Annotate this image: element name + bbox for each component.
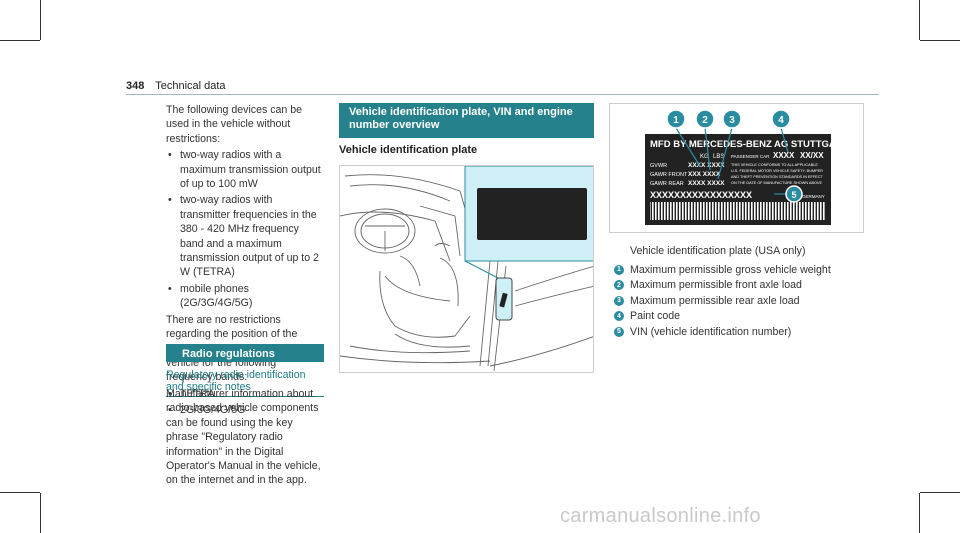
list-item: two-way radios with transmitter frequenc… bbox=[166, 193, 324, 279]
number-badge: 3 bbox=[614, 295, 624, 306]
page-number: 348 bbox=[126, 80, 145, 92]
device-list: two-way radios with a maximum transmissi… bbox=[166, 148, 324, 310]
page-header: 348 Technical data bbox=[126, 80, 226, 92]
plate-gawr-front: GAWR FRONT bbox=[650, 172, 688, 178]
plate-passenger-car: PASSENGER CAR bbox=[731, 154, 770, 159]
plate-date: XX/XX bbox=[800, 151, 824, 160]
list-item: two-way radios with a maximum transmissi… bbox=[166, 148, 324, 191]
plate-front-value: XXX XXXX bbox=[688, 171, 721, 178]
svg-text:4: 4 bbox=[778, 115, 784, 126]
section-title: Technical data bbox=[155, 80, 226, 92]
svg-text:1: 1 bbox=[673, 115, 679, 126]
plate-manufacturer: MFD BY MERCEDES-BENZ AG STUTTGART bbox=[650, 139, 849, 150]
callout-1 bbox=[666, 109, 686, 129]
list-item: 2G/3G/4G/5G bbox=[166, 403, 324, 418]
callout-5 bbox=[785, 185, 803, 203]
crop-mark bbox=[40, 493, 41, 533]
plate-notice-3: AND THEFT PREVENTION STANDARDS IN EFFECT bbox=[731, 175, 823, 179]
svg-text:2: 2 bbox=[702, 115, 708, 126]
plate-kg: KG bbox=[700, 154, 709, 160]
callout-4 bbox=[771, 109, 791, 129]
plate-vin: XXXXXXXXXXXXXXXXX bbox=[650, 190, 752, 200]
radio-regulations-heading: Radio regulations bbox=[166, 344, 324, 362]
crop-mark bbox=[920, 40, 960, 41]
crop-mark bbox=[40, 0, 41, 40]
callout-3 bbox=[722, 109, 742, 129]
callout-2 bbox=[695, 109, 715, 129]
plate-gvwr-value: XXXX XXXX bbox=[688, 162, 725, 169]
plate-notice-1: THIS VEHICLE CONFORMS TO ALL APPLICABLE bbox=[731, 163, 818, 167]
crop-mark bbox=[0, 492, 40, 493]
plate-barcode bbox=[650, 202, 826, 220]
vip-subheading: Vehicle identification plate bbox=[339, 144, 478, 156]
figure-caption: Vehicle identification plate (USA only) bbox=[630, 245, 806, 257]
radio-subheading: Regulatory radio identification and spec… bbox=[166, 369, 324, 397]
plate-gvwr: GVWR bbox=[650, 163, 667, 169]
number-badge: 4 bbox=[614, 311, 624, 322]
list-item: mobile phones (2G/3G/4G/5G) bbox=[166, 282, 324, 311]
plate-notice-2: U.S. FEDERAL MOTOR VEHICLE SAFETY, BUMPE… bbox=[731, 169, 823, 173]
crop-mark bbox=[919, 493, 920, 533]
svg-text:3: 3 bbox=[729, 115, 735, 126]
car-interior-illustration bbox=[339, 165, 594, 373]
vehicle-identification-plate-figure: MFD BY MERCEDES-BENZ AG STUTTGART KG LBS… bbox=[609, 103, 864, 233]
header-rule bbox=[126, 94, 879, 95]
vin-overview-heading: Vehicle identification plate, VIN and en… bbox=[339, 103, 594, 138]
crop-mark bbox=[919, 0, 920, 40]
plate-country: GERMANY bbox=[802, 194, 825, 199]
plate-paint-code: XXXX bbox=[773, 151, 795, 160]
plate-rear-value: XXXX XXXX bbox=[688, 180, 725, 187]
intro-text: The following devices can be used in the… bbox=[166, 104, 303, 145]
plate-gawr-rear: GAWR REAR bbox=[650, 181, 684, 187]
crop-mark bbox=[920, 492, 960, 493]
crop-mark bbox=[0, 40, 40, 41]
number-badge: 5 bbox=[614, 326, 624, 337]
number-badge: 2 bbox=[614, 280, 624, 291]
radio-text: Manufacturer information about radio-bas… bbox=[166, 388, 321, 487]
svg-text:5: 5 bbox=[791, 190, 796, 200]
plate-notice-4: ON THE DATE OF MANUFACTURE SHOWN ABOVE bbox=[731, 181, 822, 185]
watermark: carmanualsonline.info bbox=[560, 505, 761, 527]
plate-lbs: LBS bbox=[713, 154, 724, 160]
number-badge: 1 bbox=[614, 264, 624, 275]
